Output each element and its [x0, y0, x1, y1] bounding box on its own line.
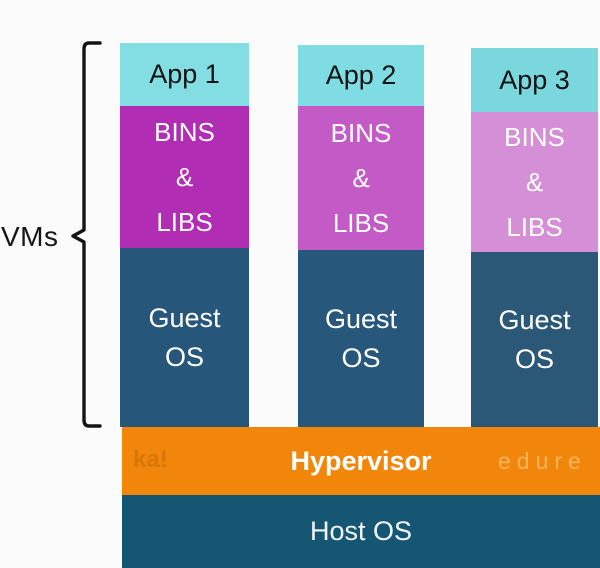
ampersand-line: & [525, 166, 544, 197]
vm-column-3: App 3 BINS & LIBS Guest OS [471, 48, 598, 427]
os-line: OS [514, 343, 554, 374]
os-line: OS [341, 342, 381, 373]
host-os-block: Host OS [122, 495, 600, 568]
ampersand-line: & [175, 161, 194, 192]
guest-os-block: Guest OS [120, 248, 249, 427]
app-block: App 1 [120, 43, 249, 106]
guest-line: Guest [498, 304, 571, 335]
guest-line: Guest [148, 302, 221, 333]
guest-os-block: Guest OS [298, 250, 424, 427]
vms-group-label: VMs [1, 221, 59, 252]
os-line: OS [164, 341, 204, 372]
bins-libs-block: BINS & LIBS [120, 106, 249, 248]
bins-line: BINS [154, 116, 215, 147]
libs-line: LIBS [156, 206, 213, 237]
ampersand-line: & [352, 162, 370, 193]
vm-column-1: App 1 BINS & LIBS Guest OS [120, 43, 249, 427]
bins-line: BINS [330, 117, 392, 148]
hypervisor-block: Hypervisor [122, 427, 600, 495]
bins-libs-block: BINS & LIBS [471, 112, 598, 252]
guest-os-block: Guest OS [471, 252, 598, 427]
guest-line: Guest [324, 303, 398, 334]
vms-bracket [71, 41, 102, 428]
libs-line: LIBS [332, 207, 390, 238]
libs-line: LIBS [506, 211, 563, 242]
app-block: App 3 [471, 48, 598, 112]
vm-column-2: App 2 BINS & LIBS Guest OS [298, 45, 424, 427]
app-block: App 2 [298, 45, 424, 106]
bins-libs-block: BINS & LIBS [298, 106, 424, 250]
bins-line: BINS [504, 121, 565, 152]
